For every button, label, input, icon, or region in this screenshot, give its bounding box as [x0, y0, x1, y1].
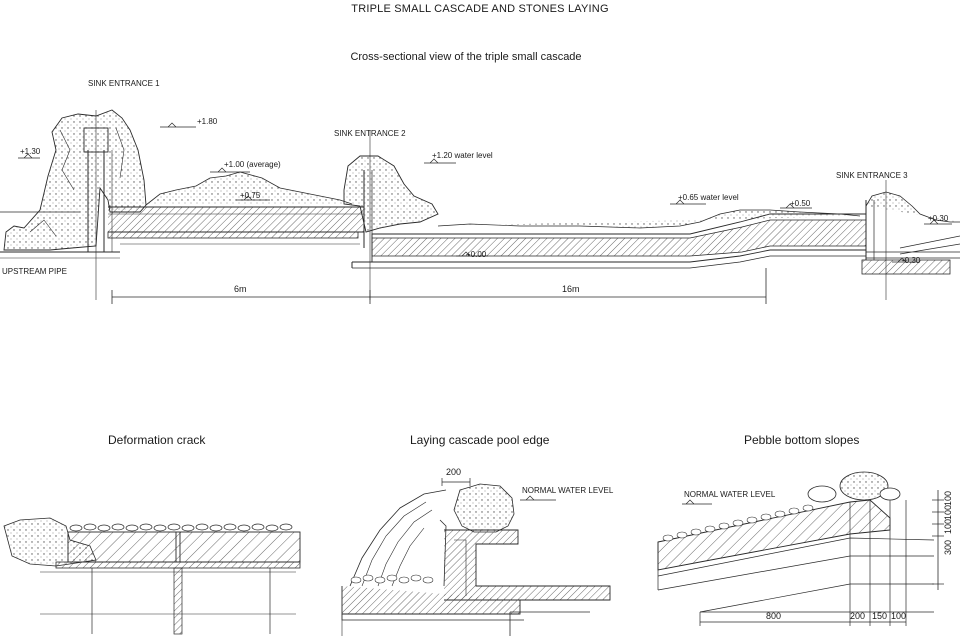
dimension-6m: 6m — [234, 284, 247, 294]
edge-dimension-200: 200 — [446, 467, 462, 477]
detail-deformation-crack — [3, 517, 301, 635]
rock-middle — [343, 155, 439, 233]
slope-vertical-100-c: 100 — [943, 490, 953, 506]
elevation-130: +1.30 — [20, 147, 41, 156]
sink-entrance-3-label: SINK ENTRANCE 3 — [836, 171, 908, 180]
elevation-180: +1.80 — [197, 117, 218, 126]
detail-slope-title: Pebble bottom slopes — [744, 433, 860, 447]
slope-vertical-300: 300 — [943, 539, 953, 555]
sink-entrance-1-label: SINK ENTRANCE 1 — [88, 79, 160, 88]
upstream-pipe-label: UPSTREAM PIPE — [2, 267, 67, 276]
page-title: TRIPLE SMALL CASCADE AND STONES LAYING — [351, 3, 609, 15]
elevation-065: +0.65 water level — [678, 193, 739, 202]
section-subtitle: Cross-sectional view of the triple small… — [350, 51, 582, 63]
pebble-row — [69, 523, 293, 532]
cross-section — [0, 109, 960, 304]
slope-normal-water-level: NORMAL WATER LEVEL — [684, 490, 776, 499]
rock-right — [865, 191, 960, 223]
slope-dimension-100: 100 — [891, 611, 907, 621]
sink-entrance-2-label: SINK ENTRANCE 2 — [334, 129, 406, 138]
detail-pebble-slope — [657, 471, 944, 626]
elevation-100: +1.00 (average) — [224, 160, 281, 169]
elevation-120: +1.20 water level — [432, 151, 493, 160]
slope-vertical-100-b: 100 — [943, 504, 953, 520]
elevation-000: +0.00 — [466, 250, 487, 259]
slope-dimension-800: 800 — [766, 611, 782, 621]
detail-edge-title: Laying cascade pool edge — [410, 433, 550, 447]
elevation-075: +0.75 — [240, 191, 261, 200]
detail-crack-title: Deformation crack — [108, 433, 206, 447]
slope-vertical-100-a: 100 — [943, 518, 953, 534]
detail-pool-edge — [341, 478, 611, 636]
elevation-050: +0.50 — [790, 199, 811, 208]
edge-normal-water-level: NORMAL WATER LEVEL — [522, 486, 614, 495]
rock-left — [3, 109, 147, 251]
dimension-16m: 16m — [562, 284, 580, 294]
slope-dimension-200: 200 — [850, 611, 866, 621]
slope-dimension-150: 150 — [872, 611, 888, 621]
elevation-030-plus: +0.30 — [928, 214, 949, 223]
elevation-030-minus: -0.30 — [902, 256, 921, 265]
